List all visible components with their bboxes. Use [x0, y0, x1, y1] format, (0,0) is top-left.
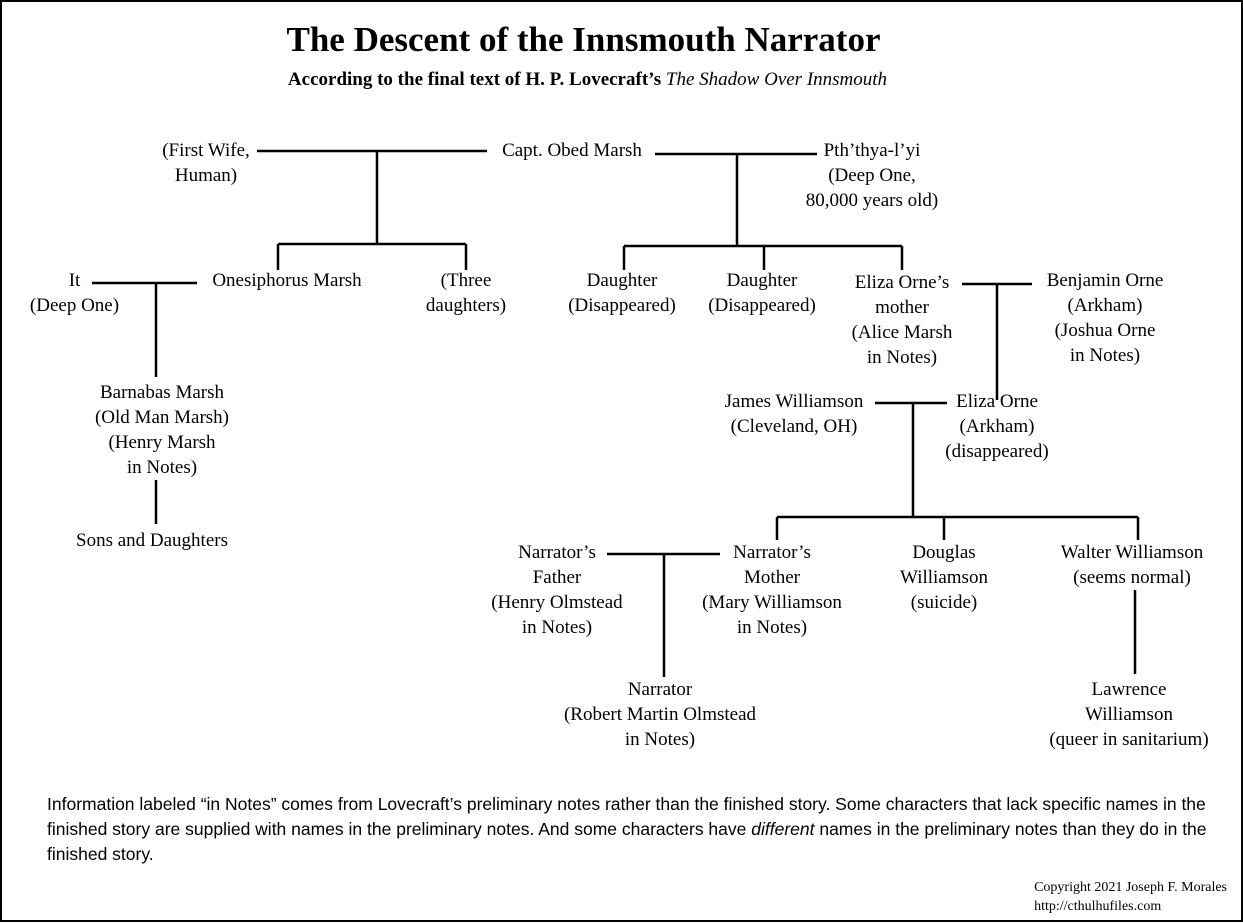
footnote-part-2: names in the preliminary notes than they… [47, 819, 1207, 864]
node-three-daughters: (Three daughters) [416, 268, 516, 318]
eliza-line-3: (disappeared) [945, 441, 1049, 462]
diagram-subtitle: According to the final text of H. P. Lov… [2, 69, 1173, 91]
narrator-line-3: in Notes) [624, 729, 696, 750]
pth-line-1: Pth’thya-l’yi [823, 140, 921, 161]
footnote: Information labeled “in Notes” comes fro… [47, 792, 1207, 867]
eliza-mother-line-4: in Notes) [866, 347, 938, 368]
node-douglas-williamson: Douglas Williamson (suicide) [892, 540, 996, 615]
pth-line-3: 80,000 years old) [805, 190, 939, 211]
narr-mother-line-3: (Mary Williamson [702, 592, 842, 613]
daughter-1-line-2: (Disappeared) [568, 295, 676, 316]
diagram-title: The Descent of the Innsmouth Narrator [286, 20, 881, 59]
node-it-deep-one: It (Deep One) [17, 268, 132, 318]
copyright-block: Copyright 2021 Joseph F. Morales http://… [1034, 878, 1227, 916]
walter-line-1: Walter Williamson [1060, 542, 1204, 563]
benjamin-line-1: Benjamin Orne [1046, 270, 1164, 291]
node-daughter-1: Daughter (Disappeared) [560, 268, 684, 318]
node-pththya-lyi: Pth’thya-l’yi (Deep One, 80,000 years ol… [792, 138, 952, 213]
first-wife-line-1: (First Wife, [162, 140, 250, 161]
douglas-line-2: Williamson [900, 567, 988, 588]
eliza-mother-line-3: (Alice Marsh [851, 322, 953, 343]
douglas-line-3: (suicide) [910, 592, 978, 613]
three-daughters-line-1: (Three [440, 270, 492, 291]
narr-mother-line-1: Narrator’s [733, 542, 811, 563]
subtitle-prefix: According to the final text of H. P. Lov… [287, 69, 662, 90]
copyright-line: Copyright 2021 Joseph F. Morales [1034, 880, 1227, 895]
douglas-line-1: Douglas [912, 542, 976, 563]
node-onesiphorus-marsh: Onesiphorus Marsh [197, 268, 377, 293]
narr-father-line-3: (Henry Olmstead [491, 592, 623, 613]
lawrence-line-3: (queer in sanitarium) [1049, 729, 1209, 750]
eliza-line-1: Eliza Orne [956, 391, 1038, 412]
node-barnabas-marsh: Barnabas Marsh (Old Man Marsh) (Henry Ma… [82, 380, 242, 480]
barnabas-line-1: Barnabas Marsh [100, 382, 224, 403]
onesiphorus-line-1: Onesiphorus Marsh [212, 270, 362, 291]
eliza-mother-line-2: mother [875, 297, 929, 318]
narr-father-line-4: in Notes) [521, 617, 593, 638]
daughter-2-line-2: (Disappeared) [708, 295, 816, 316]
node-narrator-father: Narrator’s Father (Henry Olmstead in Not… [480, 540, 634, 640]
daughter-1-line-1: Daughter [586, 270, 658, 291]
narr-father-line-2: Father [532, 567, 582, 588]
benjamin-line-2: (Arkham) [1067, 295, 1143, 316]
footnote-emphasis: different [751, 819, 815, 839]
daughter-2-line-1: Daughter [726, 270, 798, 291]
node-sons-and-daughters: Sons and Daughters [62, 528, 242, 553]
obed-marsh-line-1: Capt. Obed Marsh [502, 140, 642, 161]
subtitle-work-title: The Shadow Over Innsmouth [665, 69, 888, 90]
node-benjamin-orne: Benjamin Orne (Arkham) (Joshua Orne in N… [1034, 268, 1176, 368]
three-daughters-line-2: daughters) [425, 295, 507, 316]
node-james-williamson: James Williamson (Cleveland, OH) [714, 389, 874, 439]
node-eliza-orne: Eliza Orne (Arkham) (disappeared) [937, 389, 1057, 464]
pth-line-2: (Deep One, [828, 165, 916, 186]
narrator-line-2: (Robert Martin Olmstead [563, 704, 757, 725]
benjamin-line-4: in Notes) [1069, 345, 1141, 366]
eliza-mother-line-1: Eliza Orne’s [854, 272, 950, 293]
benjamin-line-3: (Joshua Orne [1054, 320, 1156, 341]
node-narrator-mother: Narrator’s Mother (Mary Williamson in No… [694, 540, 850, 640]
james-line-2: (Cleveland, OH) [730, 416, 858, 437]
barnabas-line-4: in Notes) [126, 457, 198, 478]
node-eliza-orne-mother: Eliza Orne’s mother (Alice Marsh in Note… [840, 270, 964, 370]
it-line-2: (Deep One) [29, 295, 120, 316]
narr-father-line-1: Narrator’s [518, 542, 596, 563]
sons-daughters-line-1: Sons and Daughters [76, 530, 228, 551]
james-line-1: James Williamson [724, 391, 864, 412]
website-url: http://cthulhufiles.com [1034, 899, 1162, 914]
narr-mother-line-2: Mother [744, 567, 800, 588]
barnabas-line-3: (Henry Marsh [108, 432, 216, 453]
node-walter-williamson: Walter Williamson (seems normal) [1046, 540, 1218, 590]
first-wife-line-2: Human) [174, 165, 238, 186]
lawrence-line-1: Lawrence [1091, 679, 1167, 700]
node-narrator: Narrator (Robert Martin Olmstead in Note… [550, 677, 770, 752]
node-daughter-2: Daughter (Disappeared) [700, 268, 824, 318]
node-first-wife: (First Wife, Human) [156, 138, 256, 188]
walter-line-2: (seems normal) [1073, 567, 1191, 588]
narrator-line-1: Narrator [627, 679, 693, 700]
narr-mother-line-4: in Notes) [736, 617, 808, 638]
node-obed-marsh: Capt. Obed Marsh [487, 138, 657, 163]
node-lawrence-williamson: Lawrence Williamson (queer in sanitarium… [1038, 677, 1220, 752]
eliza-line-2: (Arkham) [959, 416, 1035, 437]
footnote-part-1: Information labeled “in Notes” comes fro… [47, 794, 1206, 839]
barnabas-line-2: (Old Man Marsh) [94, 407, 230, 428]
lawrence-line-2: Williamson [1085, 704, 1173, 725]
it-line-1: It [68, 270, 81, 291]
